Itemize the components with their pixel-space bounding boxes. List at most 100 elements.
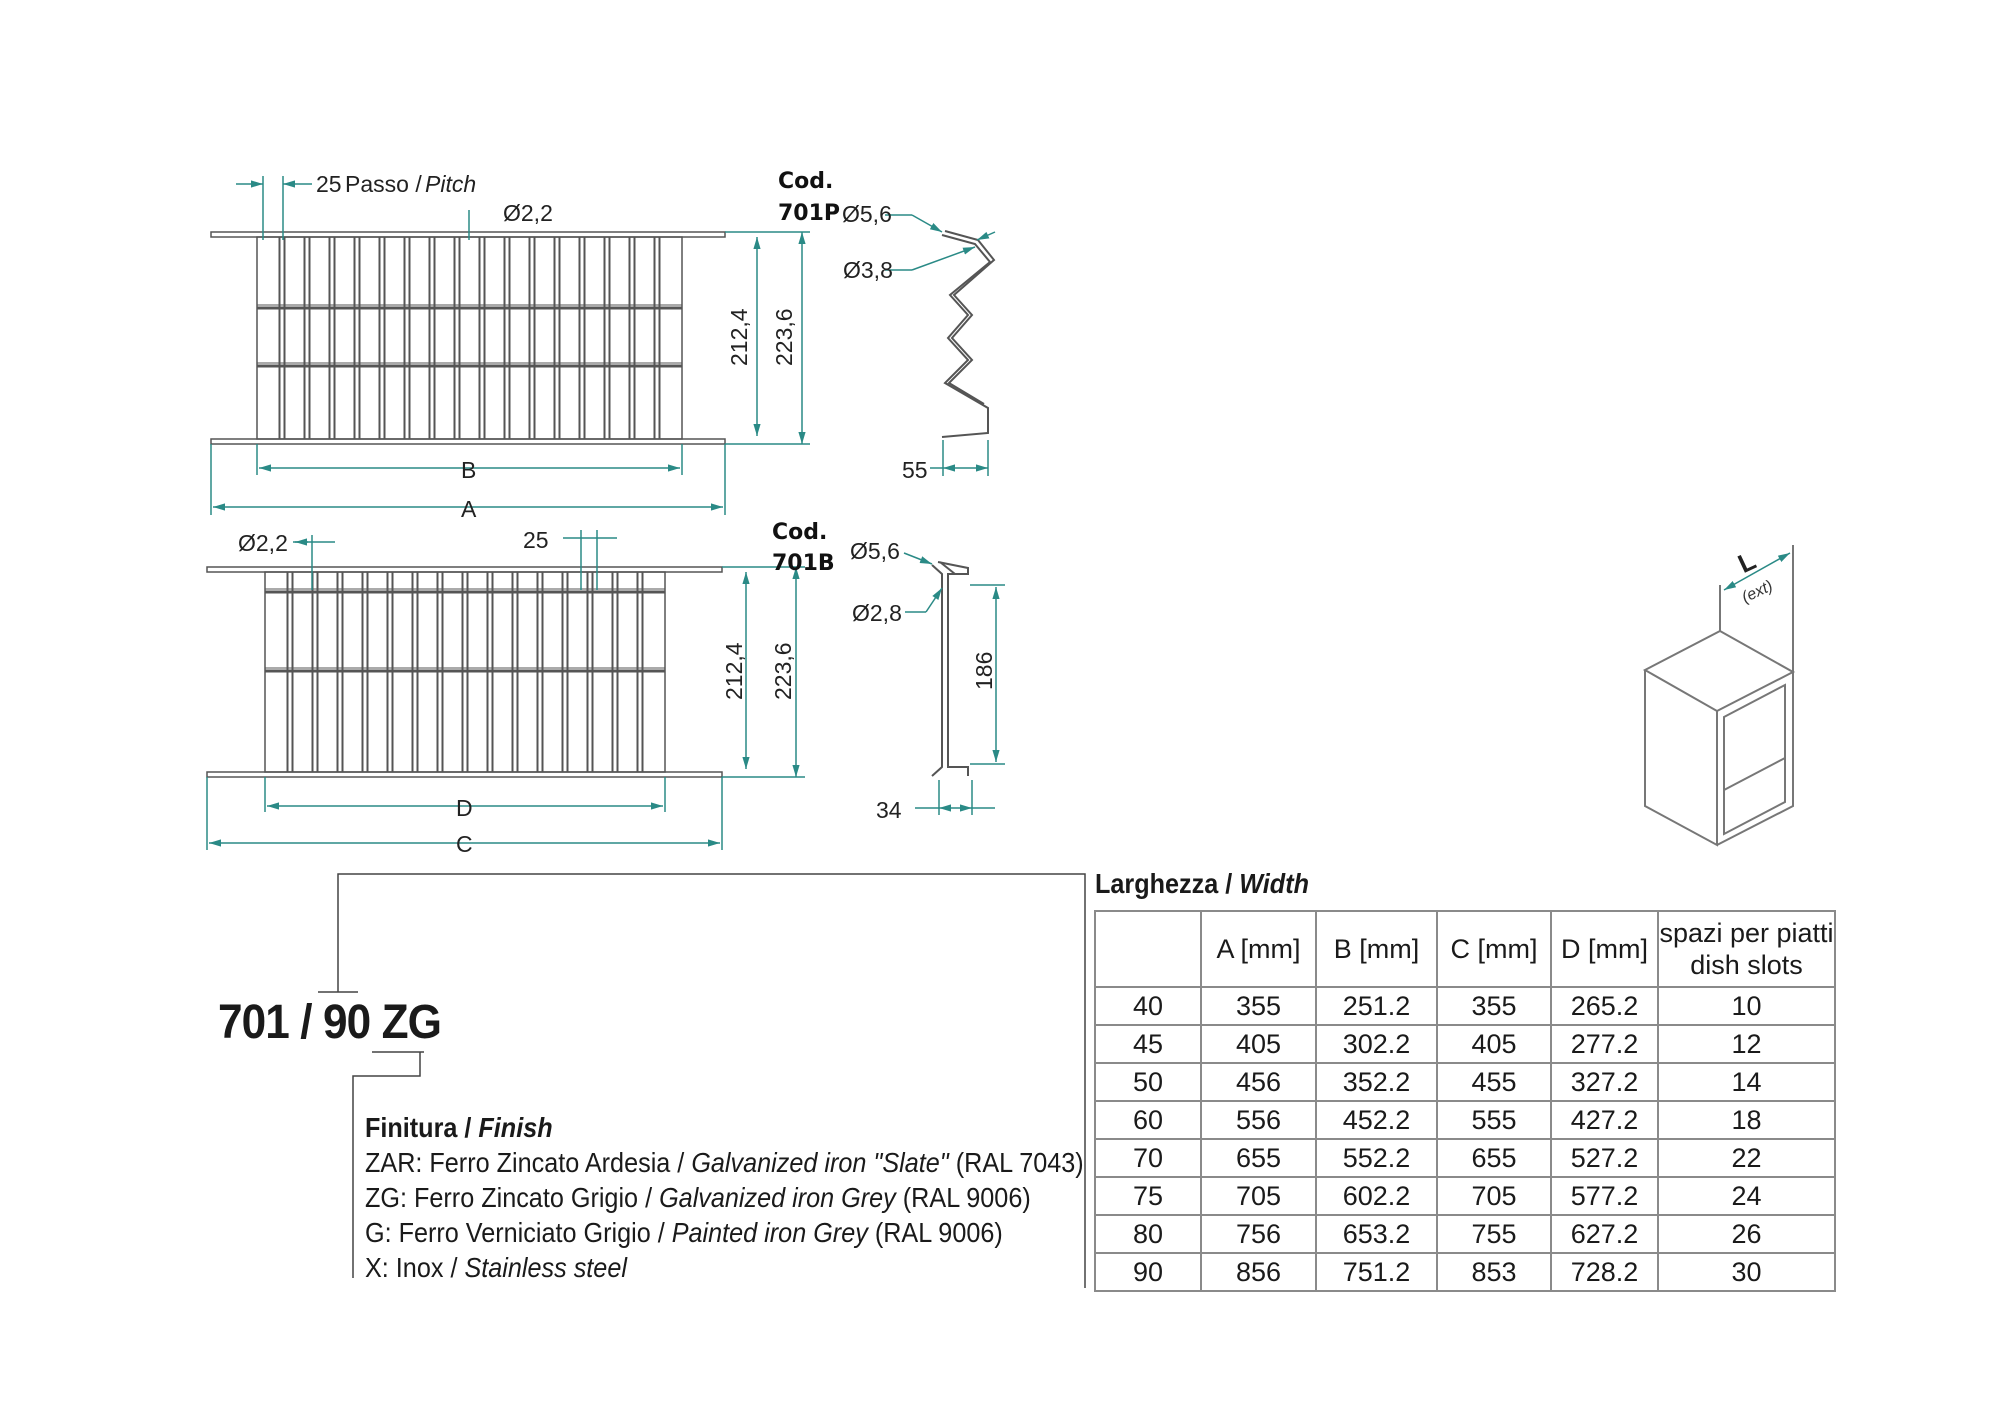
inner-height-701B: 212,4 <box>721 642 747 700</box>
code-label-701B: Cod. <box>772 520 827 545</box>
finish-option-it: G: Ferro Verniciato Grigio / <box>365 1217 665 1248</box>
model-code: 701 / 90 ZG <box>218 996 442 1049</box>
table-header-row: A [mm] B [mm] C [mm] D [mm] spazi per pi… <box>1094 910 1836 988</box>
cell-b: 653.2 <box>1315 1214 1438 1254</box>
cell-dish-slots: 22 <box>1657 1138 1836 1178</box>
cell-d: 327.2 <box>1550 1062 1659 1102</box>
inner-height-701P: 212,4 <box>726 308 752 366</box>
code-label-701P: Cod. <box>778 169 833 194</box>
cell-width: 70 <box>1094 1138 1202 1178</box>
finish-heading-en: Finish <box>478 1112 553 1143</box>
cell-c: 853 <box>1436 1252 1552 1292</box>
pitch-value-701B: 25 <box>523 527 549 553</box>
finish-option-ral: (RAL 9006) <box>874 1217 1003 1248</box>
finish-option: ZAR: Ferro Zincato Ardesia / Galvanized … <box>365 1145 1084 1180</box>
cell-c: 755 <box>1436 1214 1552 1254</box>
profile-height-701B: 186 <box>971 652 997 690</box>
profile-wire-diameter-701B: Ø2,8 <box>852 600 902 626</box>
finish-option-it: ZG: Ferro Zincato Grigio / <box>365 1182 653 1213</box>
cell-c: 355 <box>1436 986 1552 1026</box>
profile-top-diameter-701P: Ø5,6 <box>842 201 892 227</box>
pitch-label-en-701P: Pitch <box>425 171 476 197</box>
cell-a: 655 <box>1200 1138 1317 1178</box>
profile-701P-dimensions <box>885 214 996 476</box>
header-c: C [mm] <box>1436 910 1552 988</box>
cell-b: 251.2 <box>1315 986 1438 1026</box>
model-code-leader-lines <box>318 873 1086 1288</box>
cell-d: 265.2 <box>1550 986 1659 1026</box>
cell-width: 40 <box>1094 986 1202 1026</box>
cell-d: 728.2 <box>1550 1252 1659 1292</box>
finish-section: Finitura / Finish ZAR: Ferro Zincato Ard… <box>365 1110 1084 1285</box>
cell-dish-slots: 26 <box>1657 1214 1836 1254</box>
finish-option-en: Galvanized iron Grey <box>659 1182 896 1213</box>
header-dish-slots: spazi per piatti dish slots <box>1657 910 1836 988</box>
cell-c: 705 <box>1436 1176 1552 1216</box>
finish-option-ral: (RAL 7043) <box>955 1147 1084 1178</box>
label-A: A <box>461 496 477 522</box>
label-C: C <box>456 831 473 857</box>
cell-d: 427.2 <box>1550 1100 1659 1140</box>
finish-option-it: X: Inox / <box>365 1252 458 1283</box>
profile-701B-side-view <box>931 561 969 777</box>
cell-b: 602.2 <box>1315 1176 1438 1216</box>
pitch-label-701P: Passo / <box>345 171 422 197</box>
finish-heading: Finitura / Finish <box>365 1110 1084 1145</box>
header-d: D [mm] <box>1550 910 1659 988</box>
finish-option-en: Galvanized iron "Slate" <box>691 1147 949 1178</box>
cell-b: 751.2 <box>1315 1252 1438 1292</box>
cell-width: 60 <box>1094 1100 1202 1140</box>
cell-c: 455 <box>1436 1062 1552 1102</box>
width-table-title-en: Width <box>1239 868 1309 899</box>
profile-depth-701B: 34 <box>876 797 902 823</box>
cell-a: 856 <box>1200 1252 1317 1292</box>
cell-width: 90 <box>1094 1252 1202 1292</box>
pitch-value-701P: 25 <box>316 171 342 197</box>
width-table-title: Larghezza / Width <box>1095 868 1309 900</box>
cell-a: 405 <box>1200 1024 1317 1064</box>
code-701P: 701P <box>778 201 840 226</box>
cell-dish-slots: 10 <box>1657 986 1836 1026</box>
wire-diameter-701P: Ø2,2 <box>503 200 553 226</box>
label-D: D <box>456 795 473 821</box>
profile-701B-dimensions <box>903 552 1005 815</box>
profile-top-diameter-701B: Ø5,6 <box>850 538 900 564</box>
cabinet-width-dimension <box>1723 552 1791 591</box>
cell-width: 80 <box>1094 1214 1202 1254</box>
width-table-title-it: Larghezza / <box>1095 868 1233 899</box>
cell-c: 655 <box>1436 1138 1552 1178</box>
cell-b: 352.2 <box>1315 1062 1438 1102</box>
profile-wire-diameter-701P: Ø3,8 <box>843 257 893 283</box>
wire-diameter-701B: Ø2,2 <box>238 530 288 556</box>
outer-height-701B: 223,6 <box>770 642 796 700</box>
header-b: B [mm] <box>1315 910 1438 988</box>
cabinet-width-label: L <box>1733 545 1760 579</box>
finish-heading-it: Finitura / <box>365 1112 472 1143</box>
cell-width: 75 <box>1094 1176 1202 1216</box>
width-table: A [mm] B [mm] C [mm] D [mm] spazi per pi… <box>1094 910 1836 1292</box>
cell-d: 527.2 <box>1550 1138 1659 1178</box>
header-width <box>1094 910 1202 988</box>
cell-dish-slots: 30 <box>1657 1252 1836 1292</box>
finish-option: ZG: Ferro Zincato Grigio / Galvanized ir… <box>365 1180 1084 1215</box>
cell-d: 577.2 <box>1550 1176 1659 1216</box>
cell-width: 45 <box>1094 1024 1202 1064</box>
header-dish-slots-en: dish slots <box>1690 950 1803 980</box>
profile-depth-701P: 55 <box>902 457 928 483</box>
cell-dish-slots: 18 <box>1657 1100 1836 1140</box>
finish-option-it: ZAR: Ferro Zincato Ardesia / <box>365 1147 685 1178</box>
cell-b: 302.2 <box>1315 1024 1438 1064</box>
cell-dish-slots: 12 <box>1657 1024 1836 1064</box>
cell-b: 452.2 <box>1315 1100 1438 1140</box>
cell-d: 277.2 <box>1550 1024 1659 1064</box>
cell-d: 627.2 <box>1550 1214 1659 1254</box>
